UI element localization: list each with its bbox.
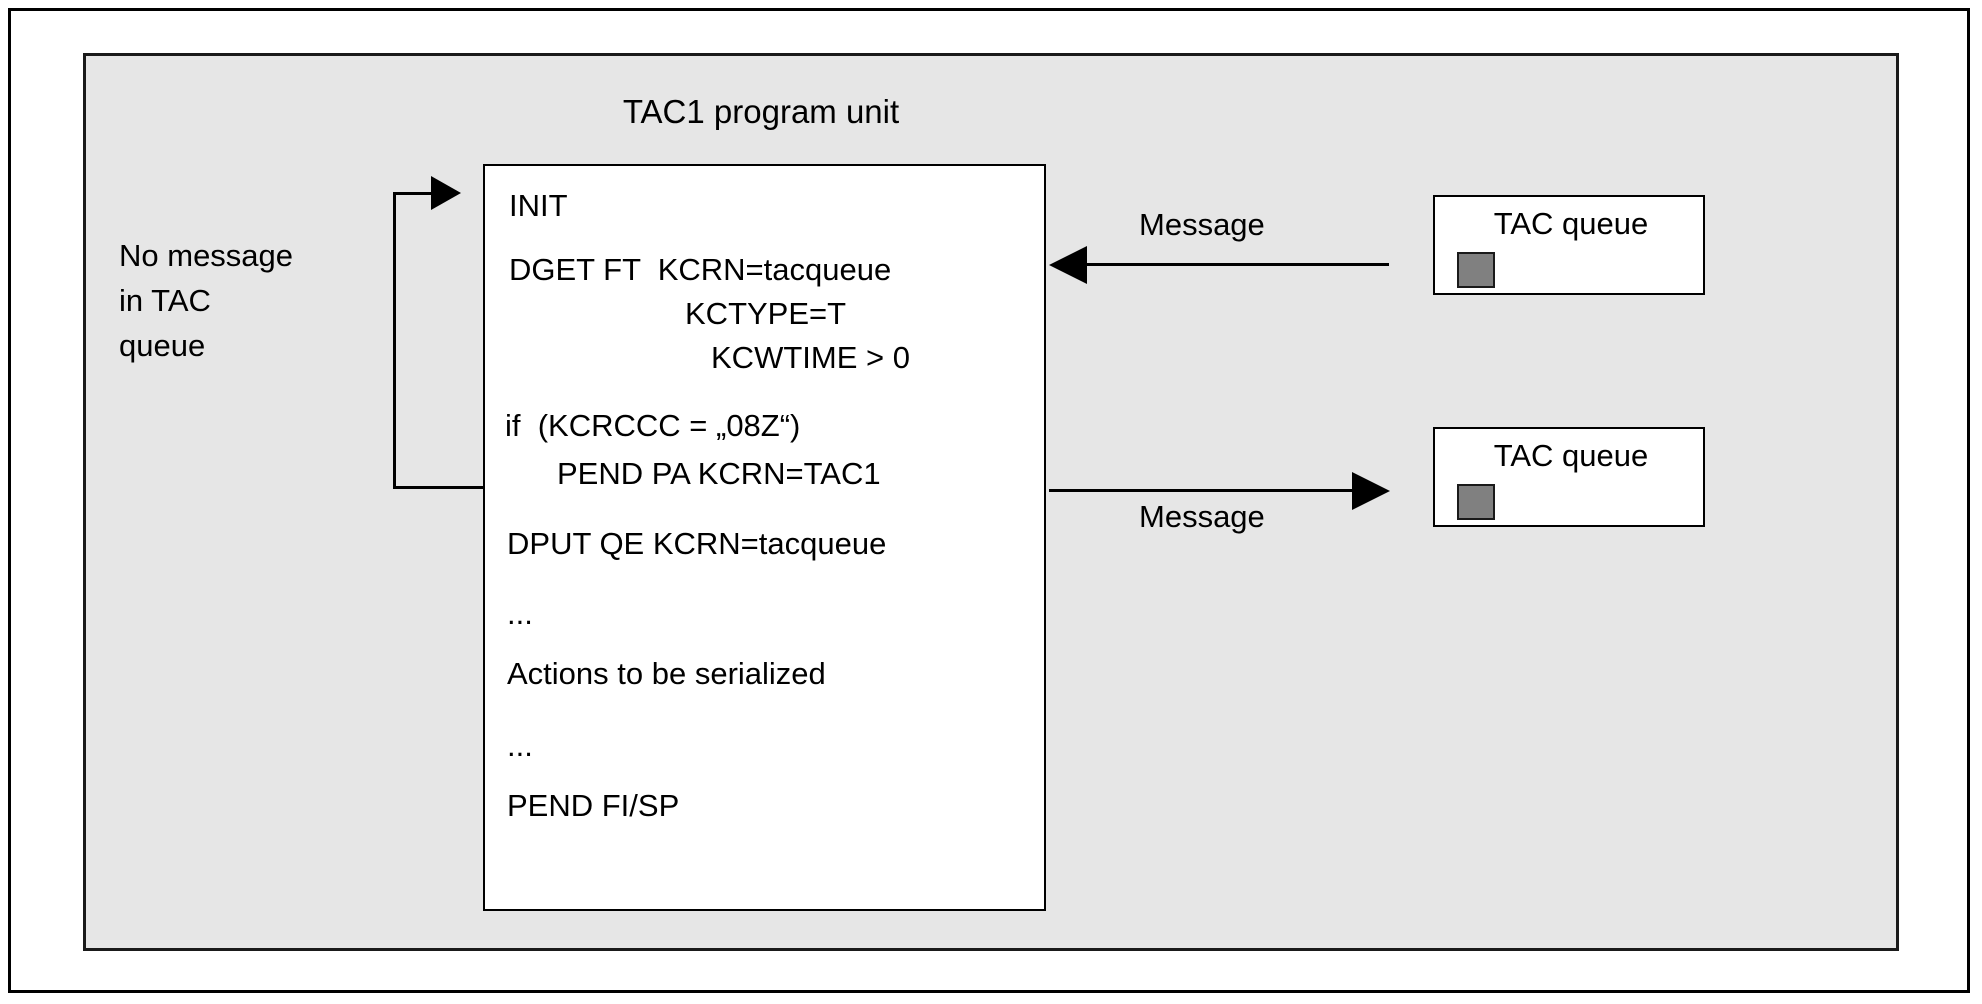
- code-line-pend-pa: PEND PA KCRN=TAC1: [557, 456, 881, 491]
- tac-queue-box-top: TAC queue: [1433, 195, 1705, 295]
- no-message-label-line-3: queue: [119, 328, 206, 363]
- tac-queue-label-top: TAC queue: [1493, 206, 1649, 241]
- code-line-actions: Actions to be serialized: [507, 656, 826, 691]
- code-line-dput: DPUT QE KCRN=tacqueue: [507, 526, 887, 561]
- tac-queue-label-bottom: TAC queue: [1493, 438, 1649, 473]
- loop-arrow-top-segment: [393, 192, 439, 195]
- message-arrow-incoming-line: [1084, 263, 1389, 266]
- code-line-kctype: KCTYPE=T: [685, 296, 847, 331]
- code-line-if: if (KCRCCC = „08Z“): [505, 408, 801, 443]
- no-message-label-line-2: in TAC: [119, 283, 211, 318]
- message-arrow-incoming-head: [1049, 246, 1087, 284]
- code-line-init: INIT: [509, 188, 568, 223]
- code-line-ellipsis-1: ...: [507, 596, 533, 631]
- code-line-kcwtime: KCWTIME > 0: [711, 340, 910, 375]
- code-line-dget: DGET FT KCRN=tacqueue: [509, 252, 892, 287]
- message-arrow-outgoing-head: [1352, 472, 1390, 510]
- code-line-ellipsis-2: ...: [507, 728, 533, 763]
- message-arrow-outgoing-line: [1049, 489, 1354, 492]
- program-unit-title: TAC1 program unit: [622, 93, 900, 130]
- tac-queue-box-bottom: TAC queue: [1433, 427, 1705, 527]
- loop-arrow-bottom-segment: [393, 486, 485, 489]
- loop-arrow-head: [431, 176, 461, 210]
- message-token-icon: [1457, 484, 1495, 520]
- message-label-outgoing: Message: [1139, 499, 1265, 534]
- message-label-incoming: Message: [1139, 207, 1265, 242]
- outer-frame: TAC1 program unit No message in TAC queu…: [8, 8, 1970, 993]
- loop-arrow-vertical-segment: [393, 192, 396, 489]
- no-message-label: No message in TAC queue: [119, 233, 293, 368]
- code-line-pend-fi: PEND FI/SP: [507, 788, 680, 823]
- no-message-label-line-1: No message: [119, 238, 294, 273]
- program-unit-box: INIT DGET FT KCRN=tacqueue KCTYPE=T KCWT…: [483, 164, 1046, 911]
- message-token-icon: [1457, 252, 1495, 288]
